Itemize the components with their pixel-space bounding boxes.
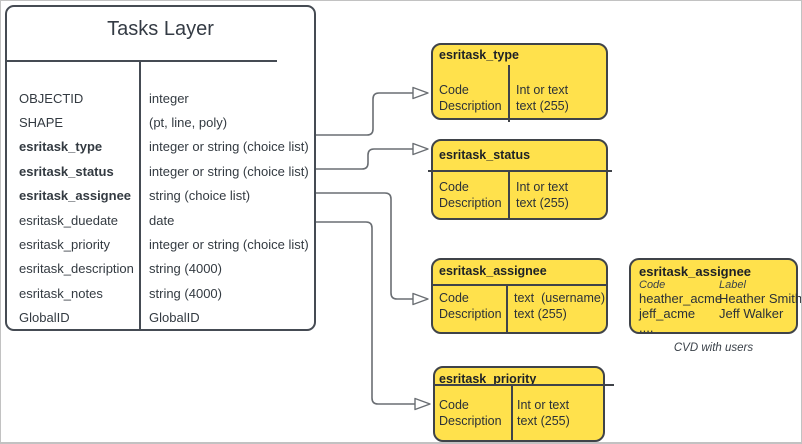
field-name: esritask_priority: [19, 237, 111, 253]
field-type: integer or string (choice list): [149, 139, 309, 155]
description-type: text (255): [516, 196, 569, 210]
cvd-label-value: Jeff Walker: [719, 305, 784, 321]
code-label: Code: [439, 398, 469, 412]
field-name: esritask_description: [19, 261, 134, 277]
domain-box-header-divider: [428, 170, 612, 172]
field-name: SHAPE: [19, 115, 64, 131]
domain-box-right-column: text (username) text (255): [514, 290, 605, 322]
cvd-code-header: Code: [639, 279, 666, 291]
open-arrowhead-icon: [412, 142, 429, 156]
field-type: integer: [149, 90, 189, 106]
description-type: text (255): [516, 99, 569, 113]
tasks-layer-table: [5, 5, 316, 331]
description-label: Description: [439, 414, 502, 428]
description-label: Description: [439, 99, 502, 113]
domain-box-header-divider: [433, 384, 614, 386]
field-name: esritask_status: [19, 163, 114, 179]
table-row: esritask_description string (4000): [7, 257, 314, 281]
code-type: Int or text: [516, 180, 569, 194]
field-list: OBJECTID integer SHAPE (pt, line, poly) es…: [7, 86, 314, 330]
field-name: esritask_notes: [19, 285, 103, 301]
open-arrowhead-icon: [412, 86, 429, 100]
field-type: integer or string (choice list): [149, 163, 309, 179]
field-name: OBJECTID: [19, 90, 84, 106]
domain-box-divider: [511, 386, 513, 442]
code-type: Int or text: [516, 83, 569, 97]
table-row: OBJECTID integer: [7, 86, 314, 110]
domain-box-divider: [508, 172, 510, 220]
domain-box-title: esritask_type: [439, 48, 519, 62]
field-type: (pt, line, poly): [149, 115, 228, 131]
table-row: esritask_duedate date: [7, 208, 314, 232]
domain-box-right-column: Int or text text (255): [516, 179, 569, 211]
domain-box-title: esritask_priority: [439, 372, 537, 386]
cvd-code-value: heather_acme: [639, 291, 723, 306]
description-type: text (255): [514, 307, 567, 321]
code-type: Int or text: [517, 398, 570, 412]
table-row: esritask_assignee string (choice list): [7, 184, 314, 208]
connector-status: [316, 148, 413, 170]
domain-box-title: esritask_assignee: [439, 264, 547, 278]
code-label: Code: [439, 291, 469, 305]
domain-box-right-column: Int or text text (255): [516, 82, 569, 114]
field-type: GlobalID: [149, 310, 200, 326]
table-row: SHAPE (pt, line, poly): [7, 110, 314, 134]
domain-box-divider: [506, 286, 508, 334]
code-label: Code: [439, 180, 469, 194]
description-label: Description: [439, 196, 502, 210]
description-type: text (255): [517, 414, 570, 428]
domain-box-header-divider: [431, 284, 608, 286]
code-type: text (username): [514, 291, 606, 305]
open-arrowhead-icon: [414, 397, 431, 411]
cvd-label-header: Label: [719, 279, 746, 291]
cvd-caption: CVD with users: [673, 342, 754, 354]
field-type: string (4000): [149, 261, 222, 277]
description-label: Description: [439, 307, 502, 321]
cvd-users-box: esritask_assignee Code Label heather_acm…: [629, 258, 801, 336]
table-row: esritask_priority integer or string (choi…: [7, 232, 314, 256]
tasks-layer-title: Tasks Layer: [107, 18, 214, 40]
domain-box-title: esritask_status: [439, 148, 531, 162]
table-row: esritask_notes string (4000): [7, 281, 314, 305]
table-row: esritask_type integer or string (choice l…: [7, 135, 314, 159]
table-row: esritask_status integer or string (choice…: [7, 159, 314, 183]
title-divider: [5, 60, 277, 62]
domain-box-divider: [508, 65, 510, 122]
open-arrowhead-icon: [412, 292, 429, 306]
field-name: esritask_assignee: [19, 188, 132, 204]
field-type: integer or string (choice list): [149, 237, 309, 253]
cvd-ellipsis: ....: [639, 320, 654, 335]
column-divider: [139, 61, 141, 331]
connector-type: [316, 92, 413, 136]
cvd-label-value: Heather Smith: [719, 291, 802, 306]
table-row: GlobalID GlobalID: [7, 306, 314, 330]
field-name: esritask_type: [19, 139, 103, 155]
field-name: GlobalID: [19, 310, 70, 326]
domain-box-right-column: Int or text text (255): [517, 397, 570, 429]
field-name: esritask_duedate: [19, 212, 119, 228]
code-label: Code: [439, 83, 469, 97]
connector-priority: [316, 221, 415, 405]
field-type: date: [149, 212, 175, 228]
connector-assignee: [316, 192, 413, 300]
field-type: string (4000): [149, 285, 222, 301]
field-type: string (choice list): [149, 188, 251, 204]
cvd-box-title: esritask_assignee: [639, 264, 752, 279]
cvd-code-value: jeff_acme: [639, 305, 696, 321]
